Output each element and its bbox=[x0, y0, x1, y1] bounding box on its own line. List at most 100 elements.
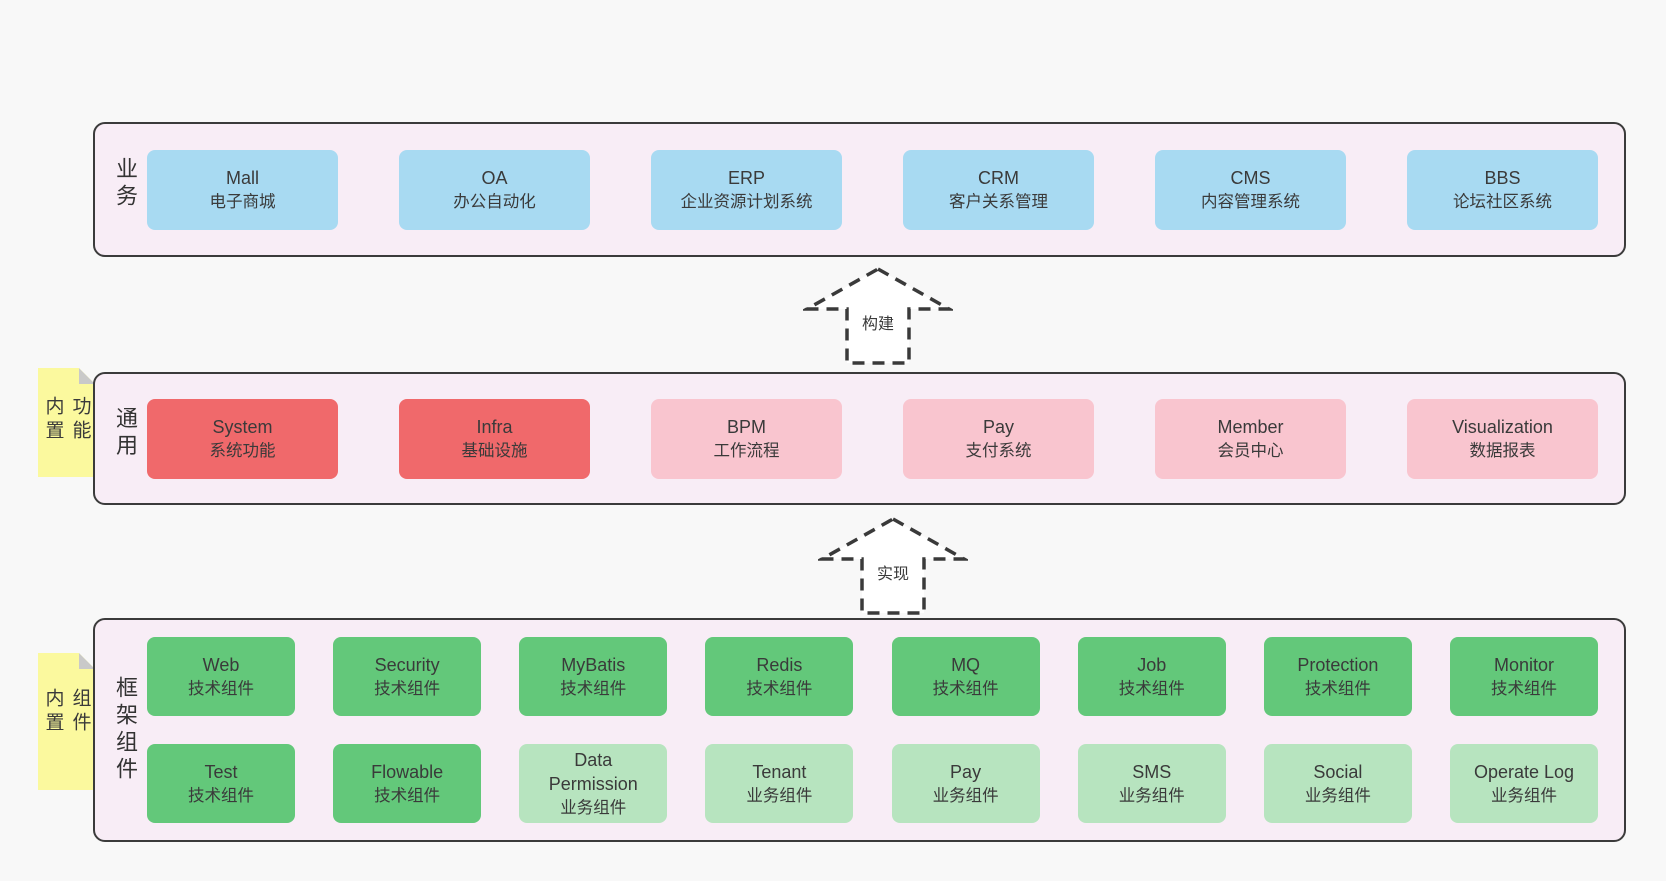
box-tenant: Tenant 业务组件 bbox=[705, 744, 854, 823]
box-subtitle: 技术组件 bbox=[1304, 679, 1371, 698]
box-crm: CRM 客户关系管理 bbox=[903, 149, 1094, 230]
box-pay-module: Pay 支付系统 bbox=[903, 398, 1094, 479]
box-subtitle: 数据报表 bbox=[1469, 441, 1536, 460]
box-subtitle: 技术组件 bbox=[932, 679, 999, 698]
box-subtitle: 系统功能 bbox=[209, 441, 276, 460]
box-subtitle: 技术组件 bbox=[374, 679, 441, 698]
box-subtitle: 客户关系管理 bbox=[949, 192, 1048, 211]
box-title: Security bbox=[374, 655, 440, 676]
box-subtitle: 电子商城 bbox=[209, 192, 276, 211]
box-sms: SMS 业务组件 bbox=[1077, 744, 1226, 823]
arrow-build-label: 构建 bbox=[858, 310, 898, 334]
box-pay-component: Pay 业务组件 bbox=[891, 744, 1040, 823]
band-business-content: Mall 电子商城 OA 办公自动化 ERP 企业资源计划系统 CRM 客户关系… bbox=[147, 124, 1598, 255]
box-subtitle: 内容管理系统 bbox=[1201, 192, 1300, 211]
box-title: Pay bbox=[950, 762, 982, 783]
box-title: Flowable bbox=[371, 762, 444, 783]
arrow-build: 构建 bbox=[803, 266, 953, 366]
box-subtitle: 业务组件 bbox=[1304, 786, 1371, 805]
box-subtitle: 业务组件 bbox=[1118, 786, 1185, 805]
box-title: Redis bbox=[756, 655, 803, 676]
box-subtitle: 技术组件 bbox=[188, 679, 254, 698]
box-cms: CMS 内容管理系统 bbox=[1155, 149, 1346, 230]
arrow-implement-label: 实现 bbox=[873, 560, 913, 584]
business-boxes-row: Mall 电子商城 OA 办公自动化 ERP 企业资源计划系统 CRM 客户关系… bbox=[147, 149, 1598, 230]
box-title: Infra bbox=[476, 417, 513, 438]
box-title: Test bbox=[204, 762, 238, 783]
box-social: Social 业务组件 bbox=[1263, 744, 1412, 823]
box-subtitle: 技术组件 bbox=[1118, 679, 1185, 698]
box-title: Pay bbox=[982, 417, 1015, 438]
box-subtitle: 技术组件 bbox=[1490, 679, 1557, 698]
box-title: Mall bbox=[225, 168, 259, 189]
box-subtitle: 会员中心 bbox=[1217, 441, 1284, 460]
box-data-permission: Data Permission 业务组件 bbox=[519, 744, 668, 823]
band-business-systems: 业务系统 Mall 电子商城 OA 办公自动化 ERP 企业资源计划系统 CRM… bbox=[93, 122, 1626, 257]
modules-boxes-row: System 系统功能 Infra 基础设施 BPM 工作流程 Pay 支付系统… bbox=[147, 398, 1598, 479]
box-subtitle: 技术组件 bbox=[746, 679, 813, 698]
box-title: MyBatis bbox=[561, 655, 626, 676]
box-web: Web 技术组件 bbox=[147, 637, 295, 716]
box-subtitle: 业务组件 bbox=[560, 798, 627, 817]
box-title: Monitor bbox=[1493, 655, 1554, 676]
box-subtitle: 论坛社区系统 bbox=[1453, 192, 1552, 211]
box-job: Job 技术组件 bbox=[1077, 637, 1226, 716]
box-monitor: Monitor 技术组件 bbox=[1449, 637, 1598, 716]
box-visualization: Visualization 数据报表 bbox=[1407, 398, 1598, 479]
box-title: Job bbox=[1137, 655, 1167, 676]
box-title: BBS bbox=[1484, 168, 1521, 189]
box-subtitle: 企业资源计划系统 bbox=[680, 192, 813, 211]
box-bbs: BBS 论坛社区系统 bbox=[1407, 149, 1598, 230]
note-built-in-components: 内置组件 bbox=[38, 653, 95, 790]
box-mybatis: MyBatis 技术组件 bbox=[519, 637, 668, 716]
box-title: CMS bbox=[1230, 168, 1271, 189]
box-subtitle: 技术组件 bbox=[560, 679, 627, 698]
box-flowable: Flowable 技术组件 bbox=[333, 744, 482, 823]
box-title: ERP bbox=[727, 168, 765, 189]
box-subtitle: 业务组件 bbox=[746, 786, 813, 805]
box-title: SMS bbox=[1132, 762, 1172, 783]
box-title: BPM bbox=[726, 417, 766, 438]
box-title: Protection bbox=[1297, 655, 1379, 676]
band-label-framework-components: 框架组件 bbox=[113, 676, 138, 784]
box-title: MQ bbox=[951, 655, 981, 676]
box-subtitle: 技术组件 bbox=[188, 786, 254, 805]
box-title: Member bbox=[1217, 417, 1284, 438]
arrow-implement: 实现 bbox=[818, 516, 968, 616]
box-redis: Redis 技术组件 bbox=[705, 637, 854, 716]
box-subtitle: 业务组件 bbox=[932, 786, 999, 805]
band-components-content: Web 技术组件 Security 技术组件 MyBatis 技术组件 Redi… bbox=[147, 620, 1598, 840]
box-title: Data Permission bbox=[548, 750, 638, 795]
band-framework-components: 框架组件 Web 技术组件 Security 技术组件 MyBatis 技术组件… bbox=[93, 618, 1626, 842]
components-row-2: Test 技术组件 Flowable 技术组件 Data Permission … bbox=[147, 744, 1598, 823]
box-subtitle: 工作流程 bbox=[713, 441, 780, 460]
box-subtitle: 业务组件 bbox=[1490, 786, 1557, 805]
box-erp: ERP 企业资源计划系统 bbox=[651, 149, 842, 230]
box-security: Security 技术组件 bbox=[333, 637, 482, 716]
box-subtitle: 支付系统 bbox=[965, 441, 1032, 460]
box-bpm: BPM 工作流程 bbox=[651, 398, 842, 479]
box-title: System bbox=[212, 417, 273, 438]
box-title: Web bbox=[202, 655, 240, 676]
box-mall: Mall 电子商城 bbox=[147, 149, 338, 230]
box-title: Operate Log bbox=[1473, 762, 1575, 783]
box-title: Tenant bbox=[752, 762, 807, 783]
box-oa: OA 办公自动化 bbox=[399, 149, 590, 230]
band-modules-content: System 系统功能 Infra 基础设施 BPM 工作流程 Pay 支付系统… bbox=[147, 374, 1598, 503]
band-common-modules: 通用模块 System 系统功能 Infra 基础设施 BPM 工作流程 Pay… bbox=[93, 372, 1626, 505]
box-title: CRM bbox=[978, 168, 1019, 189]
box-subtitle: 办公自动化 bbox=[453, 192, 536, 211]
box-title: Social bbox=[1313, 762, 1363, 783]
box-operate-log: Operate Log 业务组件 bbox=[1449, 744, 1598, 823]
note-built-in-features: 内置功能 bbox=[38, 368, 95, 477]
box-mq: MQ 技术组件 bbox=[891, 637, 1040, 716]
box-title: OA bbox=[481, 168, 508, 189]
box-infra: Infra 基础设施 bbox=[399, 398, 590, 479]
note-text: 内置组件 bbox=[42, 687, 91, 736]
box-subtitle: 基础设施 bbox=[461, 441, 528, 460]
box-test: Test 技术组件 bbox=[147, 744, 295, 823]
components-row-1: Web 技术组件 Security 技术组件 MyBatis 技术组件 Redi… bbox=[147, 637, 1598, 716]
box-system: System 系统功能 bbox=[147, 398, 338, 479]
box-protection: Protection 技术组件 bbox=[1263, 637, 1412, 716]
